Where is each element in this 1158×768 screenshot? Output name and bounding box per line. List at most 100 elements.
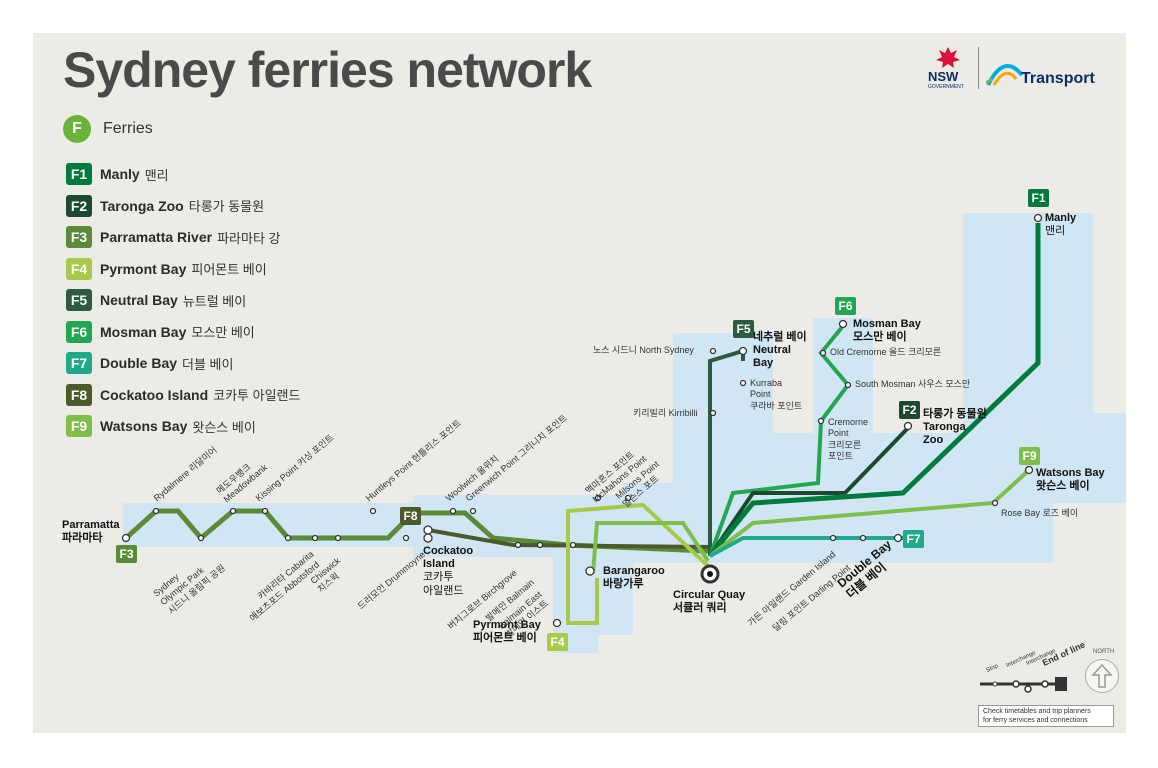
nsw-wordmark: NSW xyxy=(928,69,959,84)
route-f8-cockatoo-island xyxy=(427,528,712,549)
stop-darling-point xyxy=(859,534,867,542)
stop-neutral-bay xyxy=(738,346,748,356)
route-f5-neutral-bay xyxy=(708,348,745,556)
page-title: Sydney ferries network xyxy=(63,42,592,98)
stop-double-bay xyxy=(893,533,903,543)
stop-kirribilli xyxy=(709,409,717,417)
map-badge-f2: F2 xyxy=(899,401,920,419)
map-badge-f1: F1 xyxy=(1028,189,1049,207)
route-name: Mosman Bay xyxy=(100,323,187,340)
stop-chiswick xyxy=(334,534,342,542)
stop-south-mosman xyxy=(844,381,852,389)
ferry-network-poster: Sydney ferries network NSW GOVERNMENT Tr… xyxy=(33,33,1126,733)
route-name: Watsons Bay xyxy=(100,418,188,434)
stop-abbotsford xyxy=(311,534,319,542)
route-name-korean: 왓슨스 베이 xyxy=(192,419,256,435)
route-name: Neutral Bay xyxy=(100,292,178,308)
label-north-sydney: 노스 시드니 North Sydney xyxy=(593,345,694,355)
stop-woolwich xyxy=(449,507,457,515)
stop-meadowbank xyxy=(229,507,237,515)
route-badge-f6: F6 xyxy=(66,320,92,343)
stop-balmain xyxy=(536,541,544,549)
stop-garden-island xyxy=(829,534,837,542)
compass-icon xyxy=(1085,659,1119,693)
government-wordmark: GOVERNMENT xyxy=(928,84,964,90)
stop-barangaroo xyxy=(585,566,595,576)
water-mosman-bay xyxy=(813,318,873,448)
stop-greenwich-point xyxy=(469,507,477,515)
route-badge-f9: F9 xyxy=(66,415,92,437)
route-badge-f5: F5 xyxy=(66,289,92,311)
stop-birchgrove xyxy=(514,541,522,549)
transport-arc-icon xyxy=(986,64,1024,86)
route-name: Parramatta River xyxy=(100,229,213,245)
route-name: Manly xyxy=(100,166,140,182)
map-badge-f5: F5 xyxy=(733,320,754,338)
stop-drummoyne xyxy=(402,534,410,542)
ferry-mode-label: Ferries xyxy=(103,120,153,137)
stop-rydalmere xyxy=(152,507,160,515)
stop-mosman-bay xyxy=(838,319,848,329)
stop-old-cremorne xyxy=(819,349,827,357)
ferry-stops xyxy=(121,213,1043,628)
stop-milsons-point xyxy=(624,494,632,502)
stop-watsons-bay xyxy=(1024,465,1034,475)
stop-pyrmont-bay xyxy=(552,618,562,628)
route-f9-barangaroo-leg xyxy=(591,521,710,574)
map-badge-f9: F9 xyxy=(1019,447,1040,465)
stop-sydney-olympic-park xyxy=(197,534,205,542)
stop-huntleys-point xyxy=(369,507,377,515)
logo-divider xyxy=(978,47,979,89)
label-old-cremorne: Old Cremorne 올드 크리모른 xyxy=(830,347,942,357)
map-badge-f8: F8 xyxy=(400,507,421,525)
legend-item-f6: F6 Mosman Bay 모스만 베이 xyxy=(66,320,255,345)
stop-rose-bay xyxy=(991,499,999,507)
route-name-korean: 모스만 베이 xyxy=(191,325,255,340)
map-badge-f3: F3 xyxy=(116,545,137,563)
stop-mcmahons-point xyxy=(594,494,602,502)
stop-taronga-zoo xyxy=(903,421,913,431)
stop-kurraba-point xyxy=(739,379,747,387)
route-badge-f1: F1 xyxy=(66,163,92,185)
route-badge-f3: F3 xyxy=(66,226,92,248)
north-label: NORTH xyxy=(1093,649,1115,655)
route-badge-f2: F2 xyxy=(66,194,92,217)
route-name: Taronga Zoo xyxy=(100,197,184,214)
stop-balmain-east xyxy=(569,541,577,549)
route-name-korean: 맨리 xyxy=(144,167,169,183)
map-badge-f6: F6 xyxy=(835,297,856,315)
route-f2-taronga-zoo xyxy=(708,426,910,558)
route-name-korean: 파라마타 강 xyxy=(217,230,281,246)
route-name-korean: 뉴트럴 베이 xyxy=(182,293,247,309)
network-map xyxy=(121,213,1126,693)
label-south-mosman: South Mosman 사우스 모스만 xyxy=(855,379,971,389)
route-name-korean: 더블 베이 xyxy=(182,356,234,372)
stop-cockatoo-island xyxy=(423,525,433,535)
route-name: Double Bay xyxy=(100,355,178,371)
stop-cabarita xyxy=(284,534,292,542)
map-badge-f7: F7 xyxy=(903,530,924,548)
transport-logo: Transport xyxy=(986,53,1111,93)
stop-kissing-point xyxy=(261,507,269,515)
map-key-diagram xyxy=(980,677,1067,693)
route-f4-pyrmont-bay xyxy=(566,502,710,625)
stop-cremorne-point xyxy=(817,417,825,425)
label-rose-bay: Rose Bay 로즈 베이 xyxy=(1001,508,1079,518)
